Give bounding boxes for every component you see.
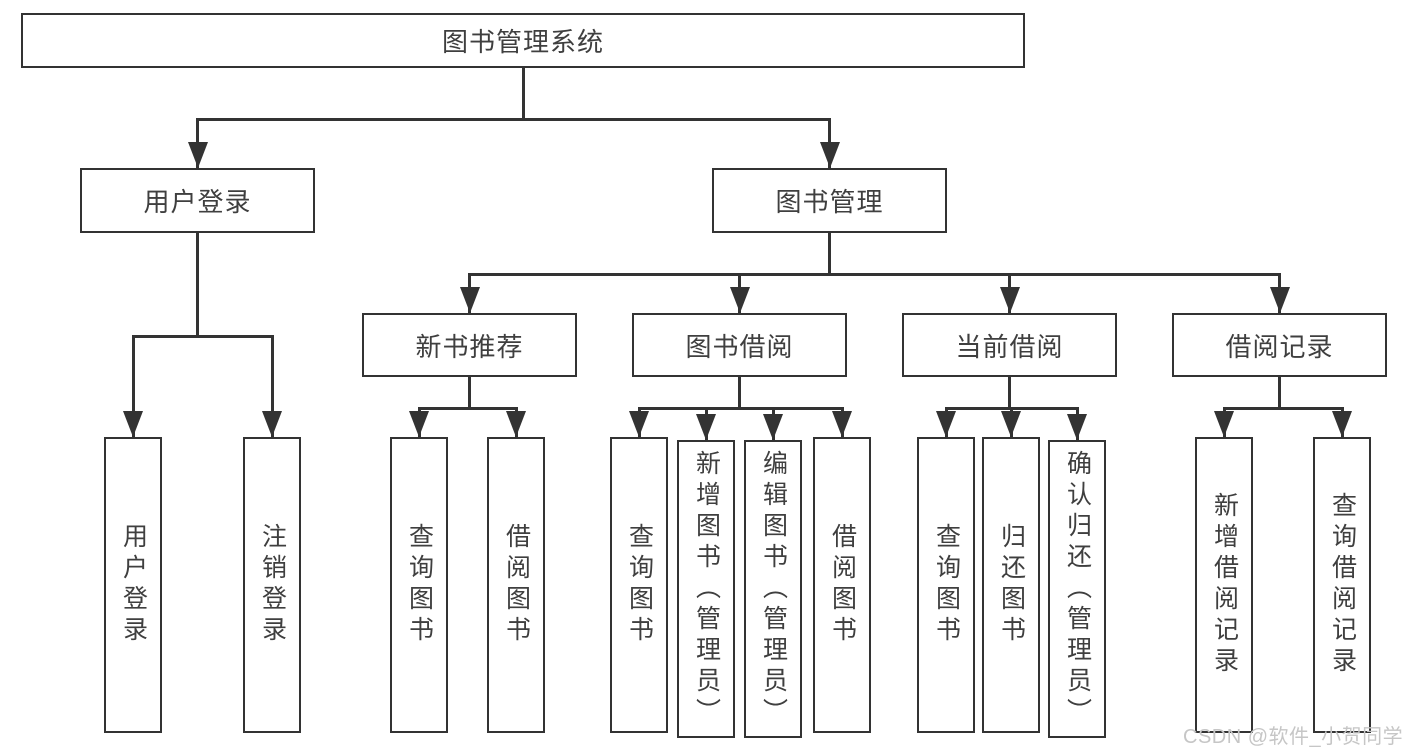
arrow-down-icon [409,411,429,437]
node-label: 新增借阅记录 [1210,492,1239,678]
node-bb-add: 新增图书（管理员） [677,440,735,738]
node-borrow-records: 借阅记录 [1172,313,1387,377]
connector-stem [738,377,741,410]
node-label: 归还图书 [997,523,1026,647]
node-label: 新增图书（管理员） [692,449,721,729]
node-root: 图书管理系统 [21,13,1025,68]
connector-rail [131,335,274,338]
arrow-down-icon [1332,411,1352,437]
connector-drop [270,335,274,437]
arrow-down-icon [506,411,526,437]
node-bb-query: 查询图书 [610,437,668,733]
node-cb-query: 查询图书 [917,437,975,733]
connector-rail [417,407,518,410]
connector-stem [1278,377,1281,410]
node-user-login: 用户登录 [80,168,315,233]
node-cb-confirm: 确认归还（管理员） [1048,440,1106,738]
node-cb-return: 归还图书 [982,437,1040,733]
arrow-down-icon [123,411,143,437]
node-nbr-query: 查询图书 [390,437,448,733]
csdn-watermark: CSDN @软件_小贺同学 [1183,726,1404,747]
node-label: 查询图书 [405,523,434,647]
node-new-book-rec: 新书推荐 [362,313,577,377]
arrow-down-icon [459,287,480,313]
connector-stem [1008,377,1011,410]
node-current-borrow: 当前借阅 [902,313,1117,377]
arrow-down-icon [187,142,208,168]
node-label: 当前借阅 [955,331,1064,362]
node-label: 借阅记录 [1225,331,1334,362]
node-label: 借阅图书 [502,523,531,647]
arrow-down-icon [729,287,750,313]
node-label: 借阅图书 [828,523,857,647]
node-bb-edit: 编辑图书（管理员） [744,440,802,738]
connector-rail [637,407,844,410]
node-label: 确认归还（管理员） [1063,449,1092,729]
arrow-down-icon [832,411,852,437]
arrow-down-icon [696,414,716,440]
node-label: 查询图书 [625,523,654,647]
connector-rail [468,273,1281,276]
arrow-down-icon [999,287,1020,313]
node-nbr-borrow: 借阅图书 [487,437,545,733]
connector-drop [131,335,135,437]
node-bb-borrow: 借阅图书 [813,437,871,733]
node-label: 用户登录 [119,523,148,647]
node-br-query: 查询借阅记录 [1313,437,1371,733]
node-book-borrow: 图书借阅 [632,313,847,377]
node-br-add: 新增借阅记录 [1195,437,1253,733]
connector-stem [521,68,525,121]
node-label: 查询图书 [932,523,961,647]
node-label: 用户登录 [143,187,252,217]
arrow-down-icon [1214,411,1234,437]
arrow-down-icon [819,142,840,168]
node-book-mgmt: 图书管理 [712,168,947,233]
arrow-down-icon [936,411,956,437]
node-label: 图书管理系统 [441,27,604,57]
arrow-down-icon [1067,414,1087,440]
node-label: 图书管理 [775,187,884,217]
arrow-down-icon [763,414,783,440]
connector-stem [828,233,831,276]
node-leaf-logout: 注销登录 [243,437,301,733]
connector-rail [1222,407,1344,410]
node-label: 编辑图书（管理员） [759,449,788,729]
arrow-down-icon [1001,411,1021,437]
arrow-down-icon [629,411,649,437]
node-label: 新书推荐 [415,331,524,362]
node-label: 查询借阅记录 [1328,492,1357,678]
node-label: 注销登录 [258,523,287,647]
arrow-down-icon [1269,287,1290,313]
connector-stem [196,233,199,338]
connector-rail [196,118,831,121]
arrow-down-icon [262,411,282,437]
node-leaf-user-login: 用户登录 [104,437,162,733]
connector-stem [468,377,471,410]
node-label: 图书借阅 [685,331,794,362]
